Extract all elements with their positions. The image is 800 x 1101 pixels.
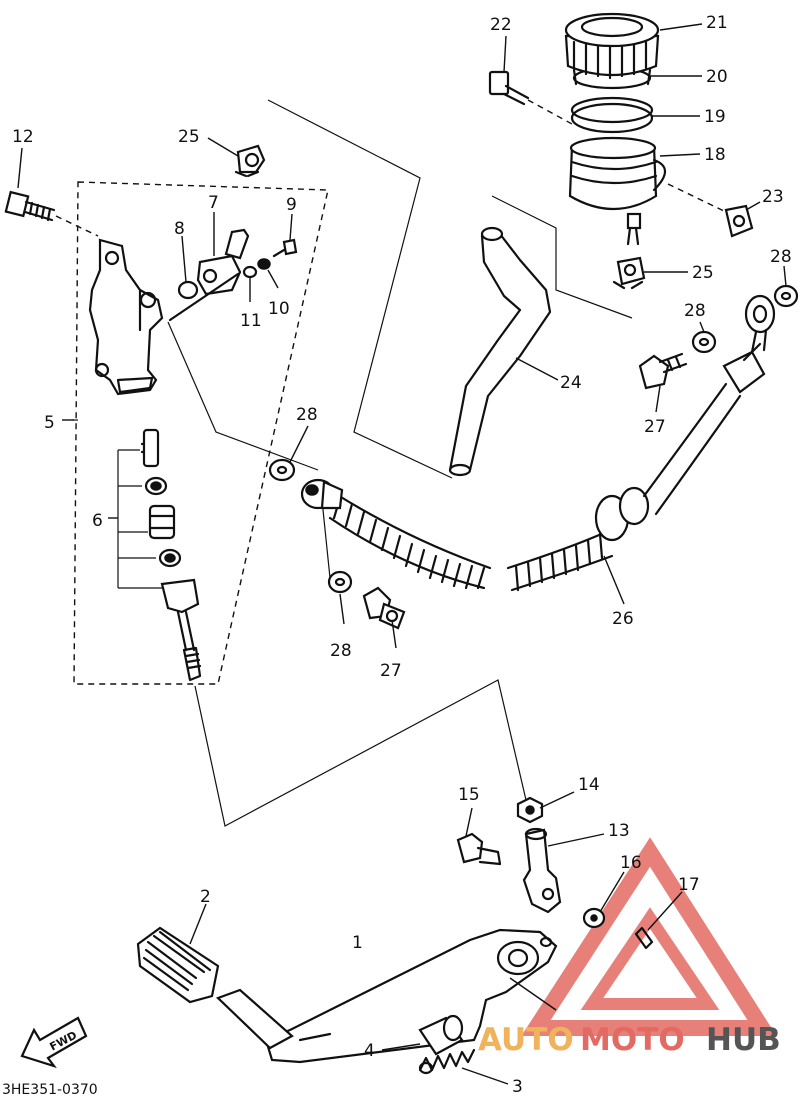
callout-9: 9 <box>286 195 297 215</box>
master-cylinder-body <box>88 238 164 396</box>
callout-26: 26 <box>612 609 634 629</box>
callout-27-lower: 27 <box>380 661 402 681</box>
callout-19: 19 <box>704 107 726 127</box>
diaphragm-19 <box>570 96 654 134</box>
bushing-4 <box>418 1014 464 1056</box>
reservoir-18 <box>568 136 667 246</box>
callout-1: 1 <box>352 933 363 953</box>
callout-5: 5 <box>44 413 55 433</box>
callout-6: 6 <box>92 511 103 531</box>
brake-pedal-1 <box>215 928 558 1064</box>
callout-23: 23 <box>762 187 784 207</box>
callout-24: 24 <box>560 373 582 393</box>
callout-17: 17 <box>678 875 700 895</box>
washer-16 <box>582 907 606 929</box>
callout-8: 8 <box>174 219 185 239</box>
watermark-moto: MOTO <box>580 1022 685 1058</box>
watermark-auto: AUTO <box>478 1022 574 1058</box>
callout-20: 20 <box>706 67 728 87</box>
callout-28-right: 28 <box>770 247 792 267</box>
return-spring-3 <box>418 1048 476 1075</box>
callout-28-left: 28 <box>296 405 318 425</box>
watermark-text: AUTO MOTO HUB <box>478 1022 781 1058</box>
union-bolt-27-upper <box>638 352 688 390</box>
assembly-boundary <box>73 181 329 685</box>
watermark-triangle <box>521 837 777 1036</box>
grommet-23 <box>667 183 754 238</box>
guide-lines <box>72 99 633 827</box>
callout-18: 18 <box>704 145 726 165</box>
screw-22 <box>488 70 573 125</box>
callout-14: 14 <box>578 775 600 795</box>
callouts: 1 2 3 4 5 6 7 8 9 10 11 12 13 14 15 16 1… <box>12 13 792 1097</box>
nut-14 <box>516 796 544 824</box>
fwd-arrow-icon: FWD <box>20 1016 88 1069</box>
cap-21 <box>564 12 660 80</box>
piston-kit-6 <box>140 428 202 682</box>
callout-27-upper: 27 <box>644 417 666 437</box>
washers-28 <box>268 284 799 594</box>
clevis-13 <box>522 827 562 914</box>
callout-11: 11 <box>240 311 262 331</box>
callout-4: 4 <box>364 1041 375 1061</box>
callout-28-lower: 28 <box>330 641 352 661</box>
callout-13: 13 <box>608 821 630 841</box>
callout-10: 10 <box>268 299 290 319</box>
callout-22: 22 <box>490 15 512 35</box>
watermark-hub: HUB <box>706 1022 781 1058</box>
bolt-15 <box>456 832 502 866</box>
hose-clamp-25-right <box>612 256 646 290</box>
bolt-12 <box>4 190 99 237</box>
callout-15: 15 <box>458 785 480 805</box>
callout-16: 16 <box>620 853 642 873</box>
brake-hose-26 <box>300 294 776 592</box>
reservoir-hose-24 <box>448 226 552 477</box>
callout-28-mid: 28 <box>684 301 706 321</box>
leader-lines <box>17 23 787 1085</box>
footrest-rubber-2 <box>136 926 220 1004</box>
callout-3: 3 <box>512 1077 523 1097</box>
cotter-pin-17 <box>634 926 654 950</box>
union-bolt-27-lower <box>362 586 406 630</box>
callout-25-top: 25 <box>178 127 200 147</box>
callout-12: 12 <box>12 127 34 147</box>
callout-21: 21 <box>706 13 728 33</box>
callout-2: 2 <box>200 887 211 907</box>
callout-25-right: 25 <box>692 263 714 283</box>
callout-7: 7 <box>208 193 219 213</box>
hose-clamp-25-top <box>234 144 266 178</box>
diagram-code: 3HE351-0370 <box>2 1082 98 1098</box>
hose-joint-7 <box>168 228 298 322</box>
